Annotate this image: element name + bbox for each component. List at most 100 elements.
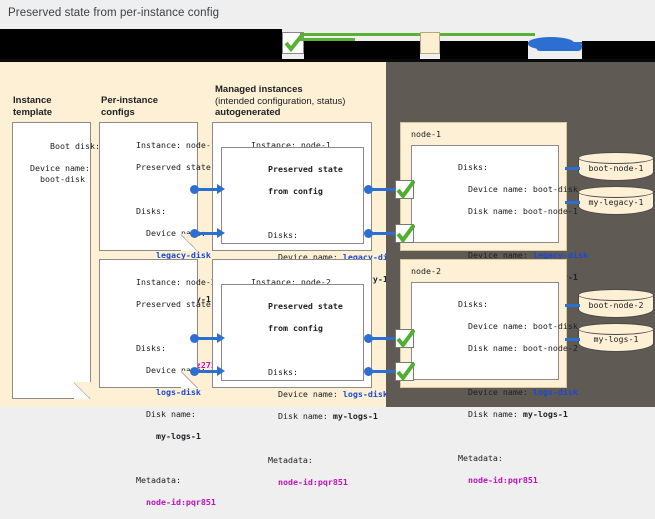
node-card-node-1: node-1 Disks: Device name: boot-disk Dis… bbox=[400, 122, 588, 348]
n2-extra-device-value: logs-disk bbox=[532, 387, 578, 397]
disk-cylinder-boot-node-2: boot-node-2 bbox=[578, 289, 654, 319]
connector-line-disk bbox=[565, 304, 580, 307]
connector-line bbox=[196, 370, 218, 373]
connector-line bbox=[370, 370, 395, 373]
status-check-icon bbox=[395, 224, 415, 244]
connector-arrow bbox=[217, 184, 225, 194]
per-instance-config-card-node-2: Instance: node-2 Preserved state Disks: … bbox=[99, 259, 216, 507]
managed-instance-node-1-inner-box: Preserved state from config Disks: Devic… bbox=[221, 147, 398, 350]
mi2-instance-line: Instance: node-2 bbox=[250, 277, 331, 287]
mi2-disks-label: Disks: bbox=[267, 367, 298, 377]
connector-dot bbox=[364, 229, 373, 238]
pic1-preserved-line: Preserved state bbox=[135, 162, 211, 172]
mi1-device-name-label: Device name: bbox=[267, 252, 343, 262]
connector-line-disk bbox=[565, 167, 580, 170]
folded-corner bbox=[181, 234, 198, 251]
mi2-metadata-value: node-id:pqr851 bbox=[267, 477, 348, 487]
mi2-disk-name-label: Disk name: bbox=[267, 411, 333, 421]
pic2-device-name-value: logs-disk bbox=[135, 387, 201, 397]
mi2-preserved-line1: Preserved state bbox=[267, 301, 343, 311]
legend-redaction-left bbox=[0, 29, 282, 59]
n2-metadata-value: node-id:pqr851 bbox=[457, 475, 538, 485]
node-card-node-2: node-2 Disks: Device name: boot-disk Dis… bbox=[400, 259, 578, 485]
node-1-title: node-1 bbox=[411, 129, 441, 139]
n2-boot-device-label: Device name: boot-disk bbox=[457, 321, 578, 331]
pic1-instance-line: Instance: node-1 bbox=[135, 140, 216, 150]
mi1-instance-line: Instance: node-1 bbox=[250, 140, 331, 150]
mi2-metadata-label: Metadata: bbox=[267, 455, 313, 465]
n2-boot-disk-label: Disk name: boot-node-2 bbox=[457, 343, 578, 353]
n2-disks-label: Disks: bbox=[457, 299, 488, 309]
disk-label-boot-node-1: boot-node-1 bbox=[588, 163, 644, 173]
n2-extra-device-label: Device name: bbox=[457, 387, 533, 397]
status-check-icon bbox=[395, 180, 415, 200]
n1-boot-device-label: Device name: boot-disk bbox=[457, 184, 578, 194]
connector-dot bbox=[190, 185, 199, 194]
mi1-device-name-value: legacy-disk bbox=[342, 252, 398, 262]
pic1-disks-label: Disks: bbox=[135, 206, 166, 216]
pic2-disk-name-label: Disk name: bbox=[135, 409, 196, 419]
n1-disks-label: Disks: bbox=[457, 162, 488, 172]
pic2-instance-line: Instance: node-2 bbox=[135, 277, 216, 287]
disk-label-my-legacy-1: my-legacy-1 bbox=[588, 197, 644, 207]
pic2-metadata-label: Metadata: bbox=[135, 475, 181, 485]
connector-line-disk bbox=[565, 338, 580, 341]
pic1-device-name-value: legacy-disk bbox=[135, 250, 211, 260]
managed-instance-card-node-1: Instance: node-1 Preserved state from co… bbox=[212, 122, 398, 350]
connector-arrow bbox=[217, 366, 225, 376]
connector-dot bbox=[364, 367, 373, 376]
mi2-device-name-label: Device name: bbox=[267, 389, 343, 399]
disk-cylinder-boot-node-1: boot-node-1 bbox=[578, 152, 654, 182]
node-2-detail-box: Disks: Device name: boot-disk Disk name:… bbox=[411, 282, 578, 485]
mi1-preserved-line1: Preserved state bbox=[267, 164, 343, 174]
connector-dot bbox=[190, 367, 199, 376]
disk-cylinder-my-logs-2: my-logs-1 bbox=[578, 323, 654, 353]
legend-redaction-far bbox=[582, 41, 655, 59]
legend-green-line bbox=[300, 33, 535, 36]
pic2-preserved-line: Preserved state bbox=[135, 299, 211, 309]
legend-redaction-right bbox=[440, 41, 528, 59]
connector-dot bbox=[364, 334, 373, 343]
mi2-device-name-value: logs-disk bbox=[342, 389, 388, 399]
pic2-disk-name-value: my-logs-1 bbox=[135, 431, 201, 441]
managed-instance-card-node-2: Instance: node-2 Preserved state from co… bbox=[212, 259, 388, 487]
connector-arrow bbox=[217, 333, 225, 343]
connector-dot bbox=[190, 334, 199, 343]
n1-extra-device-value: legacy-disk bbox=[532, 250, 588, 260]
connector-line-disk bbox=[565, 201, 580, 204]
blue-cylinder-icon-body bbox=[536, 42, 582, 51]
instance-template-card: Boot disk: Device name: boot-disk bbox=[12, 122, 100, 399]
node-1-detail-box: Disks: Device name: boot-disk Disk name:… bbox=[411, 145, 588, 348]
n2-extra-disk-label: Disk name: bbox=[457, 409, 523, 419]
mi2-disk-name-value: my-logs-1 bbox=[332, 411, 378, 421]
pic2-metadata-value: node-id:pqr851 bbox=[135, 497, 216, 507]
connector-line bbox=[370, 337, 395, 340]
mi1-disks-label: Disks: bbox=[267, 230, 298, 240]
column-heading-managed-instances: Managed instances (intended configuratio… bbox=[215, 84, 346, 118]
disk-cylinder-my-legacy-1: my-legacy-1 bbox=[578, 186, 654, 216]
instance-template-body: Boot disk: Device name: boot-disk bbox=[29, 141, 100, 184]
mi1-preserved-line2: from config bbox=[267, 186, 323, 196]
n2-extra-disk-value: my-logs-1 bbox=[522, 409, 568, 419]
folded-corner bbox=[74, 382, 91, 399]
status-check-icon bbox=[395, 329, 415, 349]
diagram-canvas: Preserved state from per-instance config… bbox=[0, 7, 655, 507]
disk-label-boot-node-2: boot-node-2 bbox=[588, 300, 644, 310]
managed-instance-node-2-inner-box: Preserved state from config Disks: Devic… bbox=[221, 284, 388, 487]
connector-line bbox=[196, 232, 218, 235]
connector-line bbox=[196, 337, 218, 340]
green-check-icon bbox=[282, 32, 304, 54]
legend bbox=[0, 29, 655, 59]
connector-arrow bbox=[217, 228, 225, 238]
connector-line bbox=[370, 188, 395, 191]
n1-boot-disk-label: Disk name: boot-node-1 bbox=[457, 206, 578, 216]
n1-extra-device-label: Device name: bbox=[457, 250, 533, 260]
n2-metadata-label: Metadata: bbox=[457, 453, 503, 463]
connector-dot bbox=[190, 229, 199, 238]
connector-line bbox=[196, 188, 218, 191]
per-instance-config-card-node-1: Instance: node-1 Preserved state Disks: … bbox=[99, 122, 216, 370]
page-title: Preserved state from per-instance config bbox=[8, 7, 220, 19]
mi2-preserved-line2: from config bbox=[267, 323, 323, 333]
legend-green-line-2 bbox=[300, 38, 355, 41]
status-check-icon bbox=[395, 362, 415, 382]
